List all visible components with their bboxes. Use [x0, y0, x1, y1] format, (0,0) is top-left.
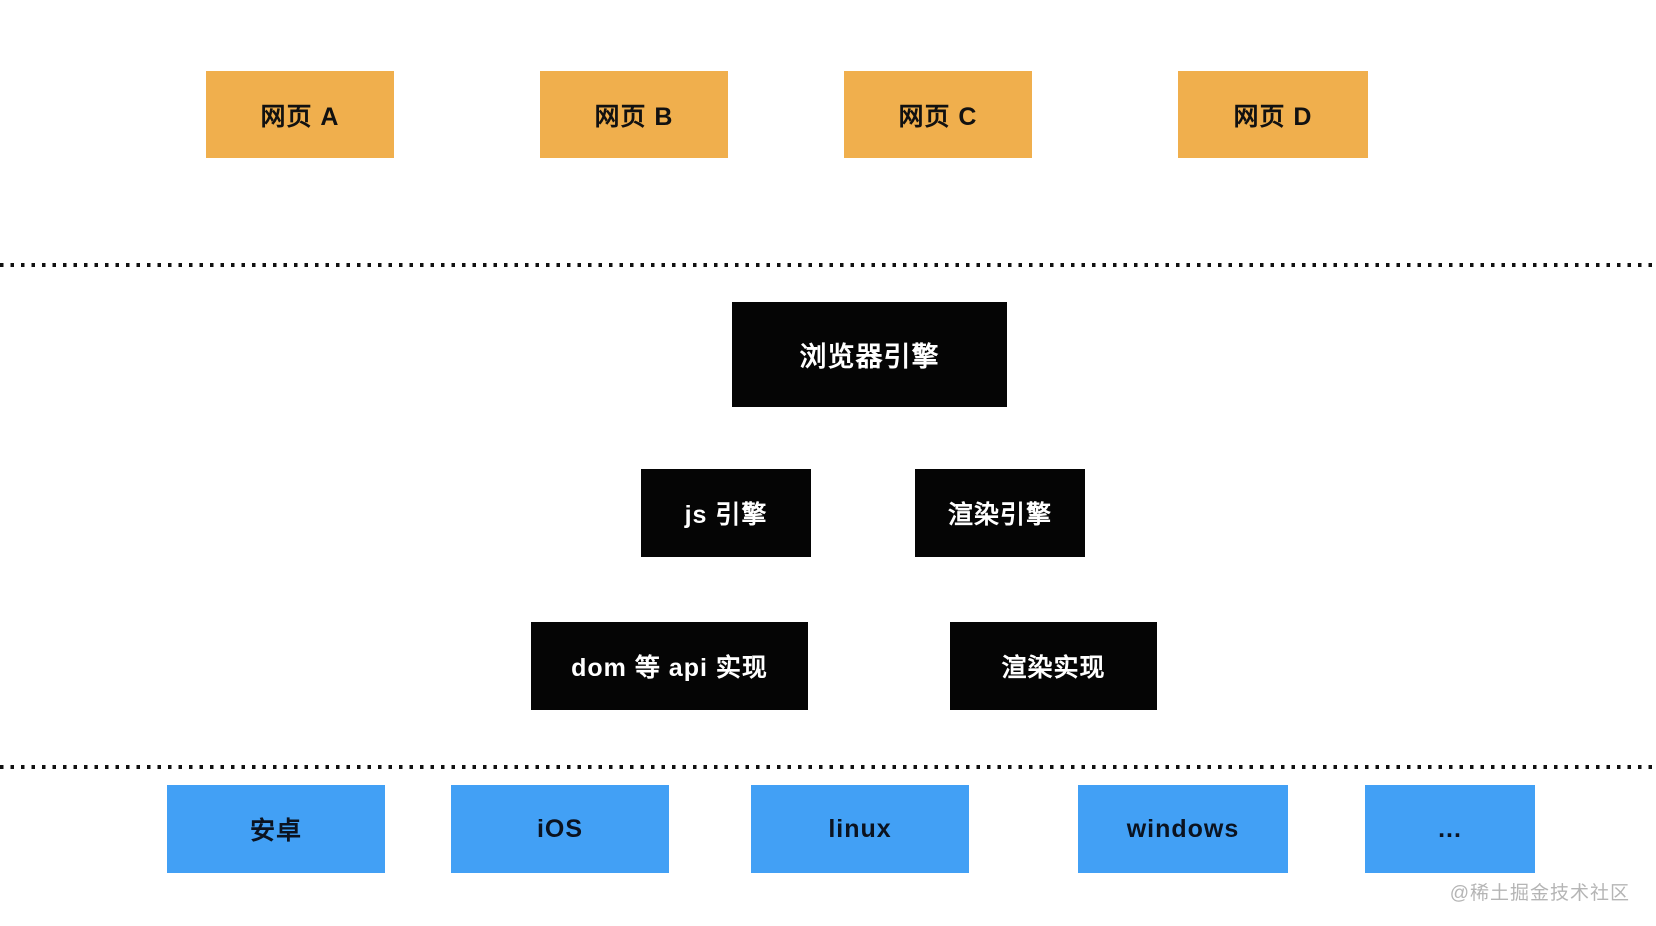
platform-android-box: 安卓 [167, 785, 385, 873]
platform-more-box: ... [1365, 785, 1535, 873]
platform-linux-box: linux [751, 785, 969, 873]
js-engine-box: js 引擎 [641, 469, 811, 557]
web-page-d-box: 网页 D [1178, 71, 1368, 158]
separator-dotted-top [0, 263, 1656, 267]
browser-engine-box: 浏览器引擎 [732, 302, 1007, 407]
dom-api-implementation-box: dom 等 api 实现 [531, 622, 808, 710]
render-engine-box: 渲染引擎 [915, 469, 1085, 557]
web-page-a-box: 网页 A [206, 71, 394, 158]
web-page-c-box: 网页 C [844, 71, 1032, 158]
platform-windows-box: windows [1078, 785, 1288, 873]
platform-ios-box: iOS [451, 785, 669, 873]
separator-dotted-bottom [0, 765, 1656, 769]
juejin-watermark: @稀土掘金技术社区 [1449, 883, 1630, 904]
web-page-b-box: 网页 B [540, 71, 728, 158]
render-implementation-box: 渲染实现 [950, 622, 1157, 710]
